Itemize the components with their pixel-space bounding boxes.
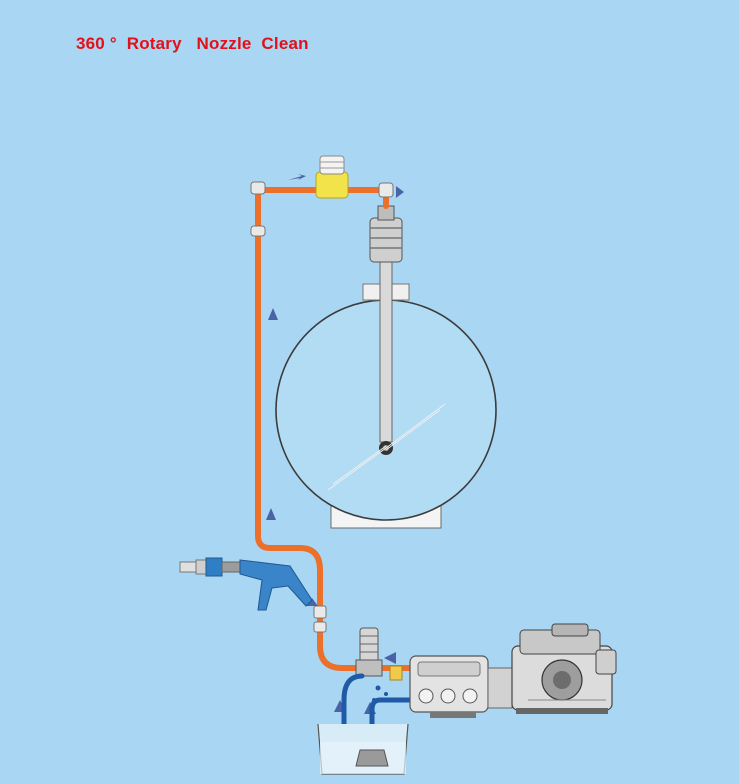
flow-direction-arrow-icon (266, 508, 276, 520)
flow-direction-arrow-icon (384, 652, 396, 664)
triplex-pump-icon (409, 655, 513, 718)
lance-tube (379, 261, 393, 443)
flow-direction-arrow-icon (288, 174, 306, 180)
gasoline-engine-icon (511, 623, 617, 714)
water-bucket-icon (317, 723, 409, 775)
rotary-nozzle-icon (327, 403, 446, 491)
swivel-body (369, 217, 403, 263)
water-drops (372, 685, 388, 702)
spray-gun-icon (179, 557, 313, 611)
rotary-nozzle-assembly (327, 205, 446, 491)
flow-direction-arrow-icon (306, 598, 318, 606)
low-pressure-hose (341, 673, 413, 753)
hose-fittings (250, 181, 394, 633)
diagram-title: 360 ° Rotary Nozzle Clean (76, 34, 309, 53)
flow-direction-arrow-icon (396, 186, 404, 198)
inline-filter-icon (315, 155, 349, 199)
flow-direction-arrow-icon (268, 308, 278, 320)
unloader-valve-icon (355, 627, 403, 681)
